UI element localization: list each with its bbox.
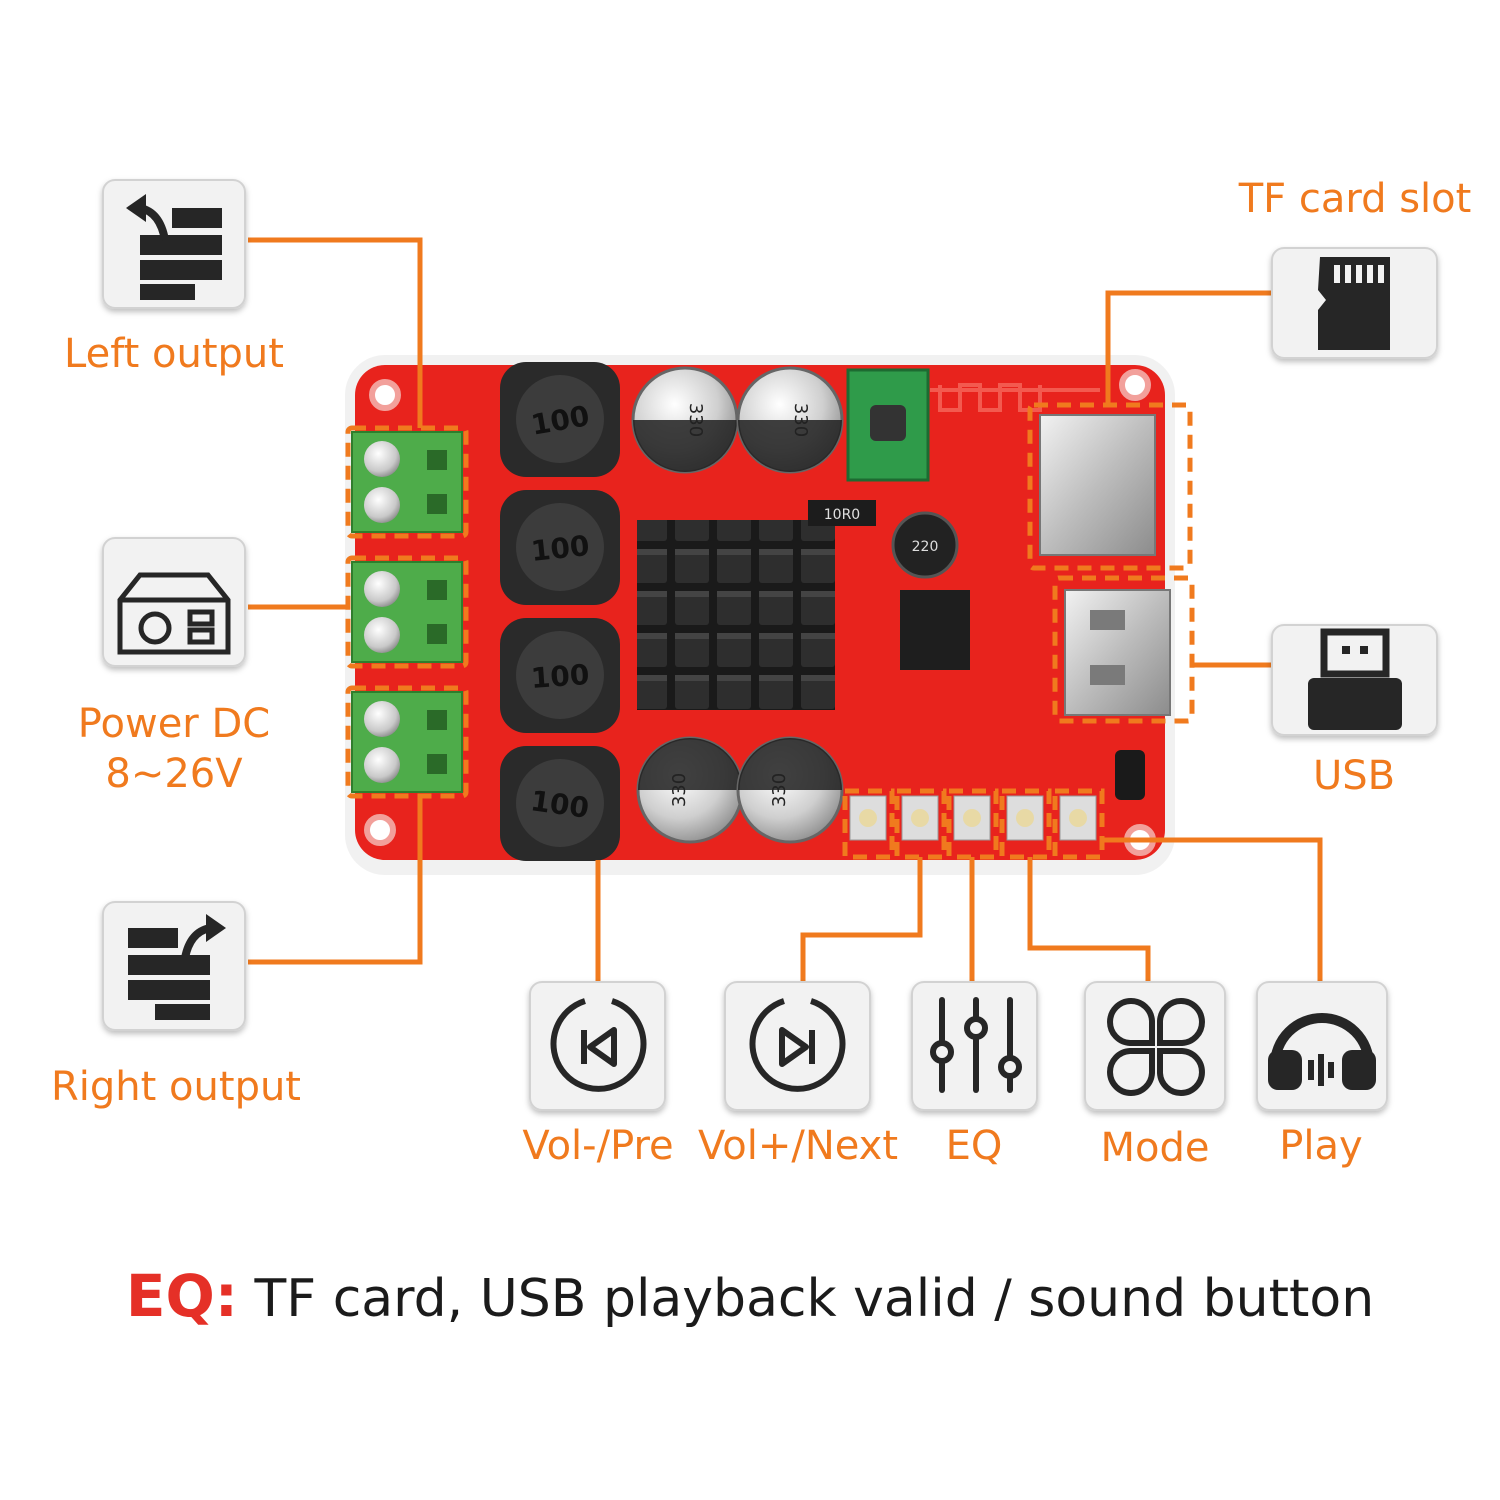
antenna-trace	[930, 383, 1100, 412]
vol-next-label: Vol+/Next	[697, 1123, 899, 1169]
usb-port-connector	[1064, 589, 1171, 716]
mode-label: Mode	[1100, 1125, 1210, 1171]
right-output-icon-box	[102, 901, 246, 1031]
equalizer-sliders-icon	[930, 997, 1022, 1093]
play-icon-box	[1256, 981, 1388, 1111]
eq-label: EQ	[945, 1123, 1003, 1169]
power-dc-icon-box	[102, 537, 246, 667]
left-output-label: Left output	[64, 331, 284, 377]
right-output-label: Right output	[51, 1064, 301, 1110]
footer-description: TF card, USB playback valid / sound butt…	[254, 1269, 1375, 1329]
highlight-boxes	[345, 402, 1195, 860]
inductors: 100 100 100 100	[500, 362, 620, 861]
headphones-icon	[1268, 1013, 1376, 1090]
capacitor-marking: 330	[685, 403, 706, 437]
resistor	[808, 500, 876, 526]
usb-label: USB	[1312, 753, 1396, 799]
mode-icon-box	[1084, 981, 1226, 1111]
small-capacitor-marking: 220	[912, 539, 939, 555]
export-left-arrow-icon	[126, 194, 222, 300]
footer-note: EQ: TF card, USB playback valid / sound …	[0, 1262, 1500, 1330]
pcb-board: 100 100 100 100 330	[345, 355, 1175, 875]
previous-track-icon	[550, 998, 647, 1092]
ir-receiver	[1115, 750, 1145, 800]
tf-slot-connector	[1039, 414, 1156, 556]
footer-key: EQ:	[125, 1262, 238, 1330]
capacitor-marking: 330	[790, 403, 811, 437]
ic-chip	[900, 590, 970, 670]
electrolytic-capacitors: 330 330 330 330 220	[631, 366, 959, 844]
next-track-icon	[749, 998, 846, 1092]
connector-lines	[248, 237, 1323, 982]
vol-next-icon-box	[724, 981, 871, 1111]
terminal-blocks	[351, 431, 463, 793]
play-label: Play	[1279, 1123, 1363, 1169]
usb-plug-icon	[1308, 628, 1402, 730]
power-supply-icon	[117, 572, 231, 655]
power-voltage-label: 8~26V	[105, 751, 243, 797]
export-right-arrow-icon	[128, 914, 226, 1020]
inductor-marking: 100	[530, 658, 591, 695]
capacitor-marking: 330	[669, 773, 690, 807]
left-output-icon-box	[102, 179, 246, 309]
four-petal-mode-icon	[1107, 998, 1205, 1096]
tf-card-slot-label: TF card slot	[1238, 176, 1472, 222]
vol-pre-label: Vol-/Pre	[522, 1123, 674, 1169]
resistor-marking: 10R0	[824, 507, 860, 523]
sd-card-icon	[1318, 257, 1390, 350]
inductor-marking: 100	[529, 784, 591, 825]
inductor-marking: 100	[529, 529, 591, 568]
capacitor-marking: 330	[769, 773, 790, 807]
tactile-buttons	[849, 795, 1097, 841]
usb-icon-box	[1271, 624, 1438, 736]
vol-pre-icon-box	[529, 981, 666, 1111]
tf-card-icon-box	[1271, 247, 1438, 359]
power-dc-label: Power DC	[77, 701, 271, 747]
heatsink	[637, 520, 835, 710]
eq-icon-box	[911, 981, 1038, 1111]
